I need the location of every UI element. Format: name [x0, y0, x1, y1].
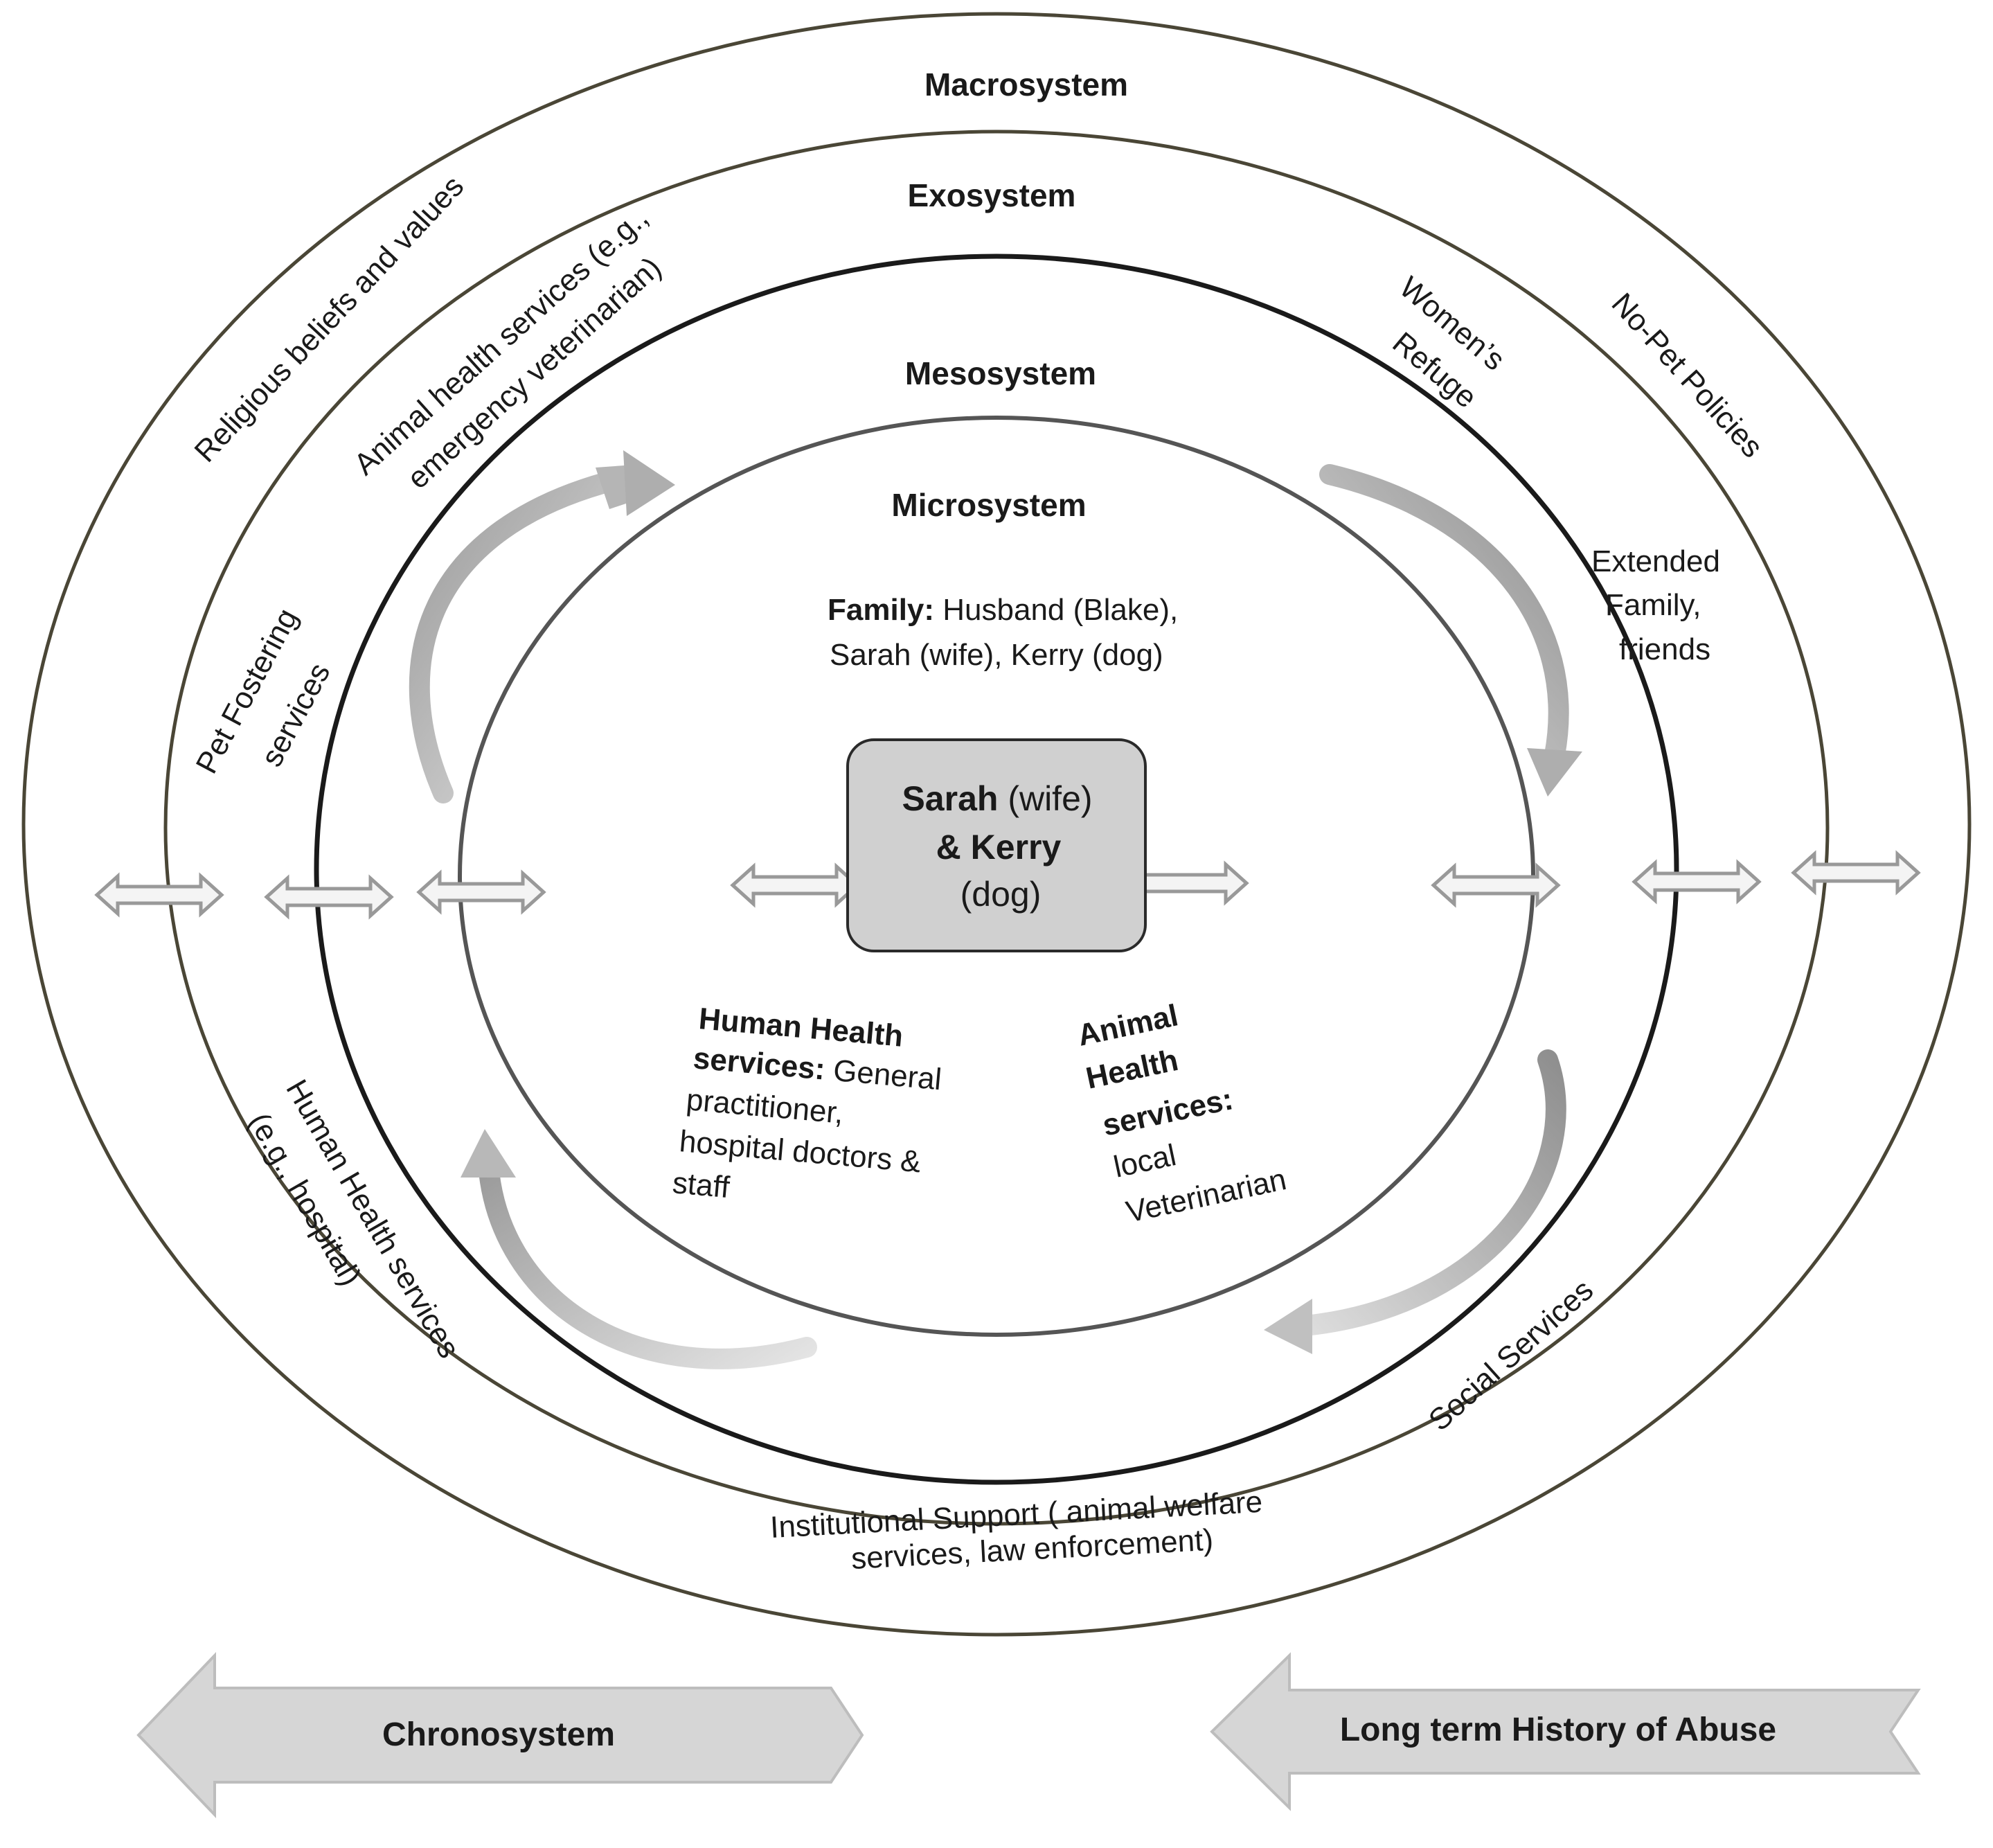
microsystem-title: Microsystem: [891, 487, 1086, 523]
exosystem-ring: [163, 130, 1830, 1526]
animal-health-bold-2: Health: [1083, 1043, 1181, 1096]
macrosystem-title: Macrosystem: [924, 66, 1128, 103]
chronosystem-label: Chronosystem: [382, 1716, 615, 1753]
curved-arrow-bottom-right: [1288, 1049, 1566, 1337]
extended-family-label-3: friends: [1619, 632, 1710, 666]
center-line-1: Sarah (wife): [902, 779, 1092, 818]
curved-arrow-bottom-left-head: [461, 1129, 516, 1178]
extended-family-label-1: Extended: [1591, 544, 1720, 578]
human-health-text-4: staff: [671, 1166, 731, 1205]
history-arrow: [1210, 1652, 1921, 1811]
mesosystem-title: Mesosystem: [905, 355, 1096, 391]
double-arrow-1: [94, 872, 224, 918]
curved-arrow-bottom-right-head: [1264, 1299, 1312, 1354]
center-name-rest: (wife): [998, 779, 1092, 818]
mesosystem-ring: [314, 254, 1679, 1485]
human-health-text-2: practitioner,: [685, 1083, 845, 1130]
animal-health-bold-3: services:: [1100, 1082, 1236, 1143]
human-health-bold-2: services:: [692, 1041, 826, 1086]
double-arrow-4: [730, 862, 860, 908]
double-arrow-2: [264, 874, 394, 920]
exosystem-title: Exosystem: [908, 177, 1076, 213]
history-of-abuse-label: Long term History of Abuse: [1340, 1712, 1776, 1748]
center-line-3: (dog): [960, 875, 1042, 914]
macrosystem-ring: [21, 12, 1972, 1637]
center-line-2: & Kerry: [936, 828, 1062, 867]
family-bold: Family:: [828, 593, 934, 627]
double-arrow-3: [416, 869, 546, 915]
double-arrow-7: [1632, 859, 1762, 905]
family-label-2: Sarah (wife), Kerry (dog): [830, 638, 1163, 672]
chronosystem-arrow: [136, 1652, 864, 1818]
curved-arrow-top-left-tip: [623, 450, 675, 516]
double-arrow-6: [1431, 862, 1561, 908]
human-health-text-1: General: [823, 1053, 942, 1097]
animal-health-text-1: local: [1111, 1138, 1179, 1184]
curved-arrow-top-right: [1319, 464, 1569, 765]
social-services-label: Social Services: [1422, 1273, 1600, 1438]
family-text-1: Husband (Blake),: [934, 593, 1178, 627]
family-label-1: Family: Husband (Blake),: [828, 593, 1178, 627]
center-name-bold: Sarah: [902, 779, 998, 818]
curved-arrow-top-left: [409, 468, 634, 803]
curved-arrow-bottom-left: [478, 1153, 817, 1369]
curved-arrow-top-right-head: [1527, 748, 1582, 797]
extended-family-label-2: Family,: [1605, 588, 1701, 622]
center-box: [846, 738, 1147, 952]
double-arrow-8: [1791, 850, 1921, 896]
